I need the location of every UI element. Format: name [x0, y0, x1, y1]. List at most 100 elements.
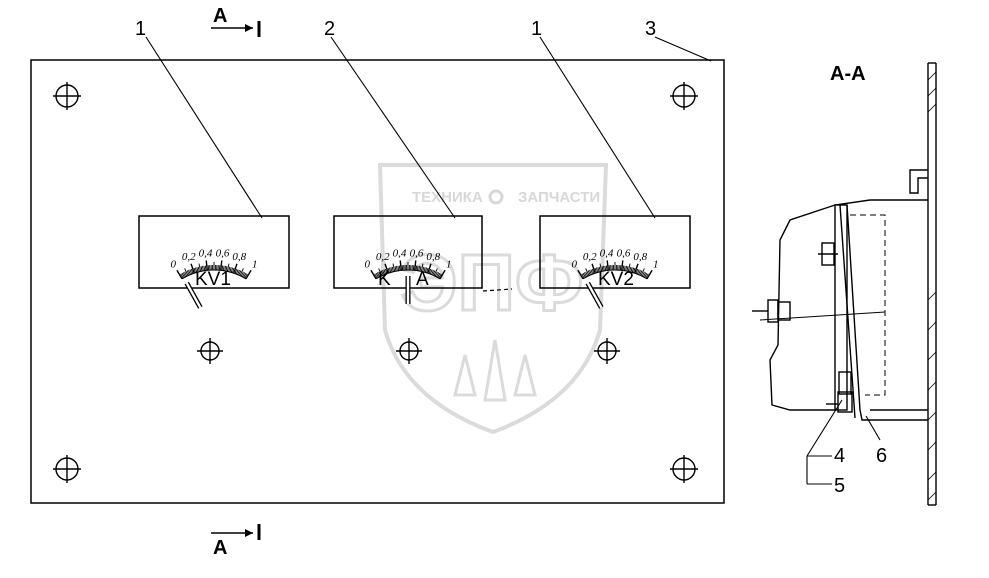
- section-mark-bottom: A: [211, 524, 261, 559]
- scale-tick: [577, 269, 584, 280]
- scale-tick: [181, 272, 185, 278]
- scale-tick: [235, 269, 239, 275]
- crosshair-circle-icon: [197, 338, 223, 364]
- callout-3: 3: [645, 18, 656, 40]
- crosshair-circle-icon: [670, 82, 698, 110]
- scale-tick: [189, 269, 193, 275]
- scale-tick: [595, 267, 599, 273]
- scale-label: 0,8: [426, 251, 440, 263]
- scale-tick: [423, 267, 426, 273]
- scale-tick: [582, 272, 586, 278]
- scale-label: 0,2: [376, 251, 390, 263]
- scale-label: 1: [252, 258, 258, 270]
- scale-tick: [427, 263, 432, 274]
- scale-tick: [230, 267, 234, 273]
- scale-tick: [604, 265, 607, 271]
- scale-label: 1: [446, 258, 452, 270]
- scale-label: 0,6: [410, 247, 424, 259]
- scale-label: 1: [653, 258, 659, 270]
- scale-tick: [599, 263, 603, 272]
- scale-tick: [634, 263, 639, 274]
- section-view: [752, 62, 937, 506]
- scale-tick: [594, 267, 597, 273]
- scale-tick: [244, 273, 248, 279]
- scale-tick: [232, 267, 235, 273]
- callout-2: 2: [324, 18, 335, 40]
- scale-tick: [196, 267, 199, 273]
- scale-label: 0: [171, 258, 177, 270]
- scale-tick: [621, 260, 624, 271]
- scale-label: 0,6: [216, 247, 230, 259]
- meter-label-a: A: [416, 269, 429, 290]
- crosshair-circle-icon: [670, 455, 698, 483]
- scale-tick: [583, 272, 587, 278]
- scale-tick: [438, 273, 442, 279]
- scale-tick: [202, 265, 204, 272]
- scale-tick: [394, 266, 397, 272]
- scale-tick: [439, 269, 446, 280]
- scale-tick: [639, 270, 643, 276]
- scale-tick: [589, 269, 592, 275]
- scale-label: 0,4: [393, 247, 407, 259]
- scale-tick: [238, 270, 242, 276]
- scale-tick: [416, 265, 419, 271]
- scale-tick: [585, 268, 590, 276]
- scale-label: 0,8: [633, 251, 647, 263]
- scale-tick: [601, 266, 604, 272]
- scale-tick: [590, 269, 594, 275]
- front-panel: [30, 59, 725, 504]
- mounting-holes: [53, 82, 698, 483]
- scale-tick: [585, 271, 589, 277]
- scale-tick: [397, 265, 400, 271]
- scale-tick: [380, 270, 384, 276]
- crosshair-circle-icon: [53, 455, 81, 483]
- callout-1-right: 1: [531, 18, 542, 40]
- section-mark-top: A: [211, 5, 261, 37]
- meter-label-k: K: [378, 269, 391, 290]
- leader-lines: [145, 36, 712, 219]
- section-letter-top: A: [213, 5, 227, 27]
- scale-tick: [387, 267, 390, 273]
- scale-tick: [606, 260, 609, 271]
- scale-tick: [437, 272, 441, 278]
- crosshair-circle-icon: [594, 338, 620, 364]
- watermark-text-left: ТЕХНИКА: [412, 189, 483, 206]
- scale-tick: [626, 266, 629, 272]
- scale-tick: [242, 272, 246, 278]
- scale-tick: [646, 269, 653, 280]
- scale-tick: [205, 260, 208, 271]
- section-letter-bottom: A: [213, 537, 227, 559]
- scale-tick: [384, 263, 389, 274]
- scale-tick: [591, 263, 596, 274]
- scale-tick: [591, 268, 595, 274]
- scale-tick: [414, 260, 417, 271]
- scale-tick: [603, 265, 605, 272]
- scale-arc: [375, 269, 441, 280]
- watermark-text-right: ЗАПЧАСТИ: [518, 189, 600, 206]
- scale-tick: [433, 268, 438, 276]
- scale-tick: [424, 267, 428, 273]
- scale-tick: [184, 268, 189, 276]
- scale-tick: [391, 266, 394, 272]
- scale-tick: [431, 269, 434, 275]
- scale-tick: [638, 269, 641, 275]
- scale-label: 0: [572, 258, 578, 270]
- scale-tick: [629, 266, 632, 272]
- scale-label: 0,4: [199, 247, 213, 259]
- scale-tick: [434, 271, 438, 277]
- scale-tick: [194, 267, 198, 273]
- scale-tick: [375, 272, 379, 278]
- gear-icon: [488, 189, 504, 205]
- scale-label: 0,2: [182, 251, 196, 263]
- callout-1-left: 1: [135, 18, 146, 40]
- meter-label-kv1: KV1: [195, 269, 231, 290]
- callout-4: 4: [834, 445, 845, 467]
- scale-arc: [181, 269, 247, 280]
- scale-tick: [428, 268, 432, 274]
- scale-tick: [184, 271, 188, 277]
- scale-tick: [641, 271, 645, 277]
- meter-label-kv2: KV2: [598, 269, 634, 290]
